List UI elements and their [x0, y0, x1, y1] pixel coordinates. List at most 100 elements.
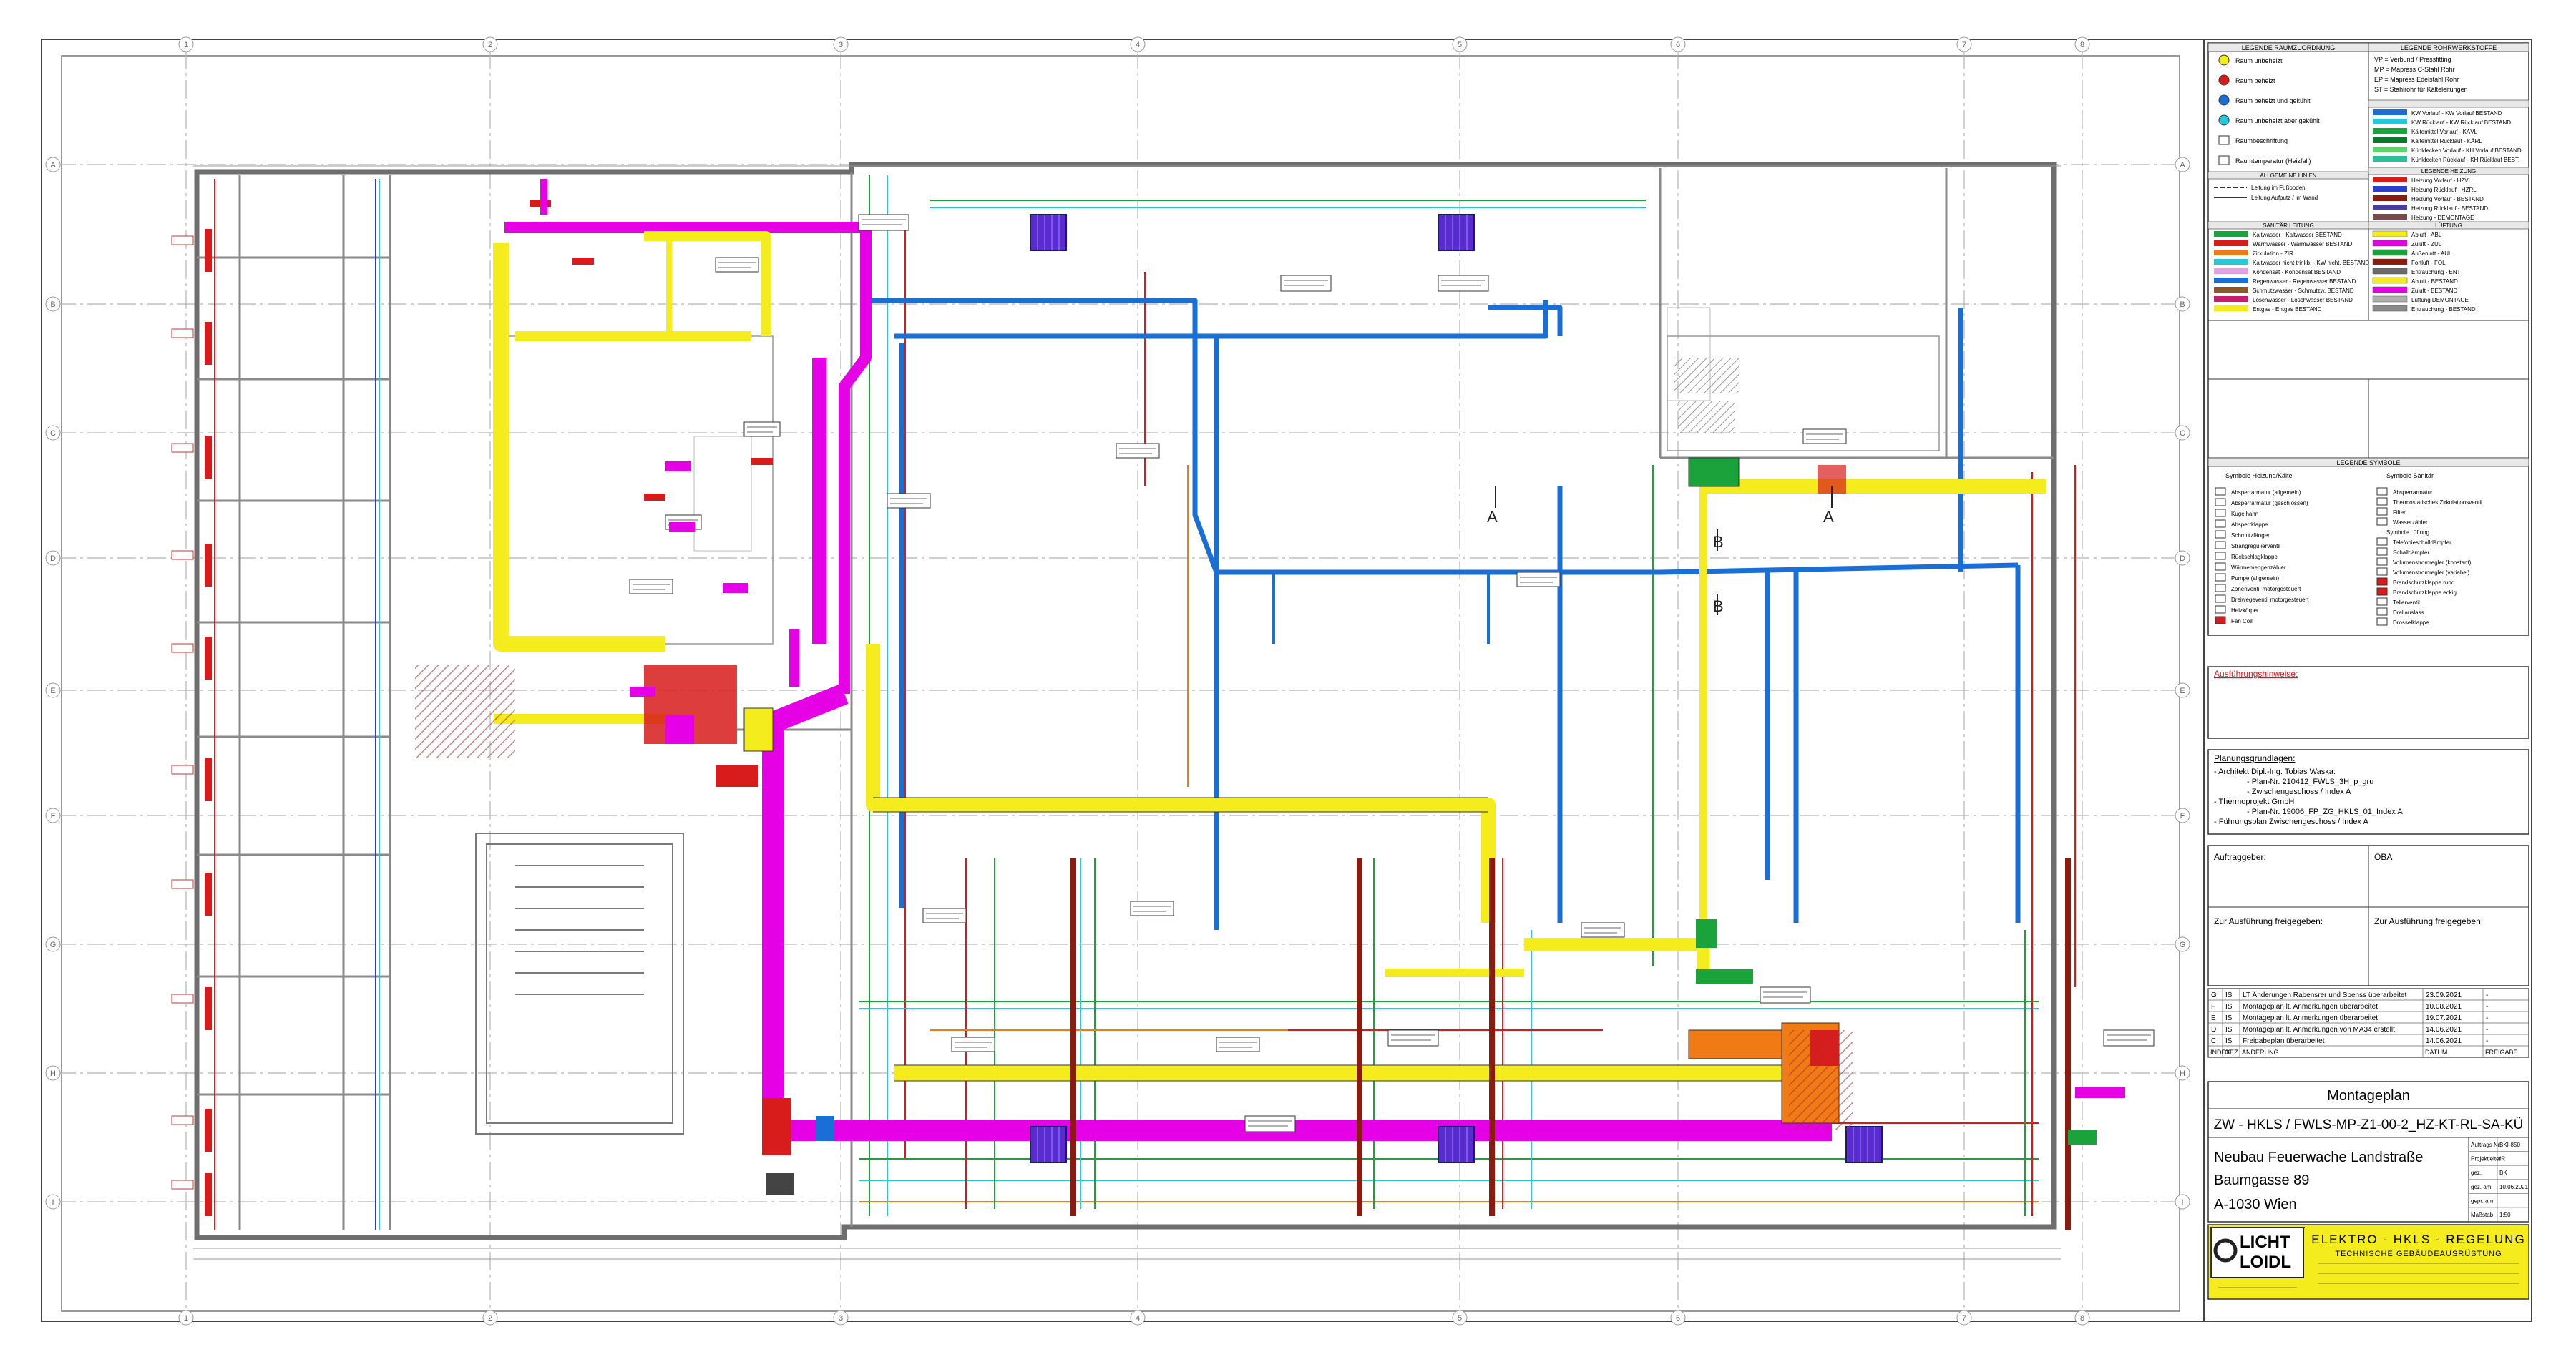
- room-legend-label: Raum unbeheizt: [2235, 57, 2283, 64]
- room-legend-icon: [2218, 135, 2230, 145]
- symbol-subheader: Symbole Lüftung: [2386, 529, 2429, 536]
- radiator-tag: [171, 328, 194, 338]
- revision-cell: 14.06.2021: [2426, 1037, 2462, 1045]
- symbol-icon: [2215, 487, 2226, 496]
- cooling-label: Kältemittel Vorlauf - KÄVL: [2411, 129, 2478, 135]
- symbols-right-header: Symbole Sanitär: [2386, 472, 2434, 479]
- revision-header: FREIGABE: [2485, 1049, 2518, 1056]
- title-field-value: 10.06.2021: [2499, 1184, 2529, 1190]
- room-legend-label: Raumtemperatur (Heizfall): [2235, 157, 2311, 165]
- grid-label: G: [2180, 941, 2186, 949]
- radiator-tag: [171, 443, 194, 453]
- sanitary-swatch: [2214, 259, 2248, 265]
- grid-label: A: [2180, 161, 2185, 170]
- dimension-lines: [193, 165, 2061, 1260]
- revision-cell: 19.07.2021: [2426, 1014, 2462, 1022]
- revision-header: ÄNDERUNG: [2242, 1049, 2279, 1056]
- title-field-value: IR: [2499, 1156, 2505, 1162]
- plan-type: Montageplan: [2327, 1088, 2410, 1104]
- radiator-tag: [171, 879, 194, 889]
- grid-label: 6: [1676, 1314, 1680, 1323]
- grid-label: 7: [1962, 41, 1966, 49]
- ventilation-unit: [1030, 1126, 1067, 1163]
- grid-label: 4: [1136, 1314, 1140, 1323]
- grid-label: A: [50, 161, 56, 170]
- grid-bubble: [482, 1310, 498, 1326]
- symbol-icon: [2215, 519, 2226, 528]
- ventilation-label: Lüftung DEMONTAGE: [2411, 297, 2469, 303]
- ventilation-swatch: [2372, 305, 2408, 312]
- grid-label: 1: [184, 1314, 188, 1323]
- planning-line-1: - Architekt Dipl.-Ing. Tobias Waska:: [2214, 768, 2336, 776]
- title-field-label: Maßstab: [2471, 1212, 2494, 1218]
- cooling-label: Kühldecken Vorlauf - KH Vorlauf BESTAND: [2411, 147, 2522, 154]
- title-field-value: 1:50: [2499, 1212, 2511, 1218]
- heating-label: Heizung Rücklauf - BESTAND: [2411, 205, 2488, 212]
- grid-bubble: [178, 1310, 194, 1326]
- thin-pipes: [214, 175, 2076, 1230]
- revision-cell: Freigabeplan überarbeitet: [2243, 1037, 2325, 1045]
- grid-bubble: [1956, 36, 1972, 52]
- ventilation-swatch: [2372, 249, 2408, 256]
- heating-swatch: [2373, 214, 2407, 220]
- radiator-tag: [171, 550, 194, 560]
- symbol-label: Thermostatisches Zirkulationsventil: [2393, 499, 2482, 506]
- radiator: [205, 544, 212, 587]
- grid-label: 7: [1962, 1314, 1966, 1323]
- symbol-icon: [2376, 517, 2388, 526]
- symbols-left-header: Symbole Heizung/Kälte: [2225, 472, 2293, 479]
- grid-bubble: [2175, 157, 2190, 172]
- cooling-swatch: [2373, 119, 2407, 124]
- title-field-label: Projektleiter: [2471, 1156, 2502, 1162]
- heating-swatch: [2373, 186, 2407, 192]
- radiator: [205, 873, 212, 916]
- duct-tag: [723, 583, 748, 593]
- section-a-left: A: [1487, 508, 1498, 526]
- blue-branches: [1215, 558, 1490, 880]
- sanitary-label: Entgas - Entgas BESTAND: [2253, 306, 2322, 313]
- planning-line-6: - Führungsplan Zwischengeschoss / Index …: [2214, 818, 2369, 826]
- duct-tag: [669, 522, 695, 532]
- ventilation-label: Fortluft - FOL: [2411, 260, 2446, 266]
- symbol-icon: [2376, 537, 2388, 546]
- grid-label: F: [51, 812, 56, 820]
- title-field-value: BKI-850: [2499, 1142, 2520, 1148]
- grid-label: H: [50, 1069, 56, 1078]
- title-field-label: gez. am: [2471, 1184, 2492, 1190]
- radiator-tag: [171, 643, 194, 653]
- symbol-icon: [2376, 617, 2388, 626]
- company-logo-icon: [2213, 1238, 2238, 1263]
- grid-label: 2: [488, 1314, 492, 1323]
- annotation-tag: [1760, 986, 1811, 1004]
- company-services: ELEKTRO - HKLS - REGELUNG: [2311, 1233, 2525, 1246]
- radiator: [572, 258, 594, 265]
- material-legend-item: ST = Stahlrohr für Kälteleitungen: [2374, 86, 2468, 93]
- revision-cell: IS: [2225, 1003, 2233, 1011]
- project-city: A-1030 Wien: [2214, 1197, 2297, 1212]
- revision-header: INDEX: [2210, 1049, 2230, 1056]
- cooling-swatch: [2373, 128, 2407, 134]
- radiator: [205, 987, 212, 1030]
- grid-label: 5: [1458, 41, 1462, 49]
- symbol-label: Absperrarmatur (geschlossen): [2231, 500, 2308, 506]
- symbol-icon: [2215, 594, 2226, 603]
- symbol-label: Kugelhahn: [2231, 511, 2258, 517]
- symbol-label: Schalldämpfer: [2393, 549, 2429, 556]
- symbol-icon: [2376, 507, 2388, 516]
- grid-bubble: [45, 1065, 61, 1081]
- symbol-icon: [2215, 530, 2226, 539]
- annotation-tag: [1280, 275, 1332, 292]
- ventilation-label: Zuluft - BESTAND: [2411, 288, 2458, 294]
- building-walls: [194, 162, 2057, 1240]
- revision-cell: -: [2486, 1037, 2488, 1045]
- ventilation-swatch: [2372, 295, 2408, 303]
- grid-label: 4: [1136, 41, 1140, 49]
- grid-bubble: [2175, 808, 2190, 823]
- title-field-label: Auftrags Nr.: [2471, 1142, 2501, 1148]
- material-legend-item: EP = Mapress Edelstahl Rohr: [2374, 76, 2459, 83]
- annotation-tag: [715, 257, 759, 273]
- annotation-tag: [2103, 1029, 2155, 1047]
